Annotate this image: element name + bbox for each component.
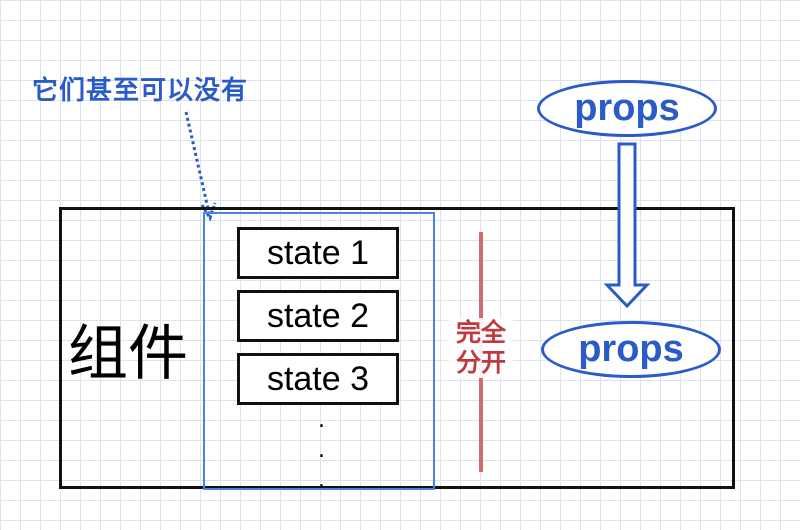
- props-label-top: props: [574, 87, 680, 129]
- state-container: [203, 212, 435, 490]
- state-ellipsis-dot: .: [318, 468, 325, 493]
- separation-label-line1: 完全: [455, 318, 506, 347]
- props-ellipse-top: props: [537, 80, 717, 137]
- annotation-text: 它们甚至可以没有: [32, 76, 249, 106]
- component-box: [59, 207, 735, 489]
- state-box-3: state 3: [237, 353, 399, 405]
- state-box-2: state 2: [237, 290, 399, 342]
- state-box-1: state 1: [237, 227, 399, 279]
- separation-label: 完全 分开: [449, 318, 513, 378]
- state-ellipsis-dot: .: [318, 408, 325, 433]
- component-label: 组件: [68, 319, 188, 389]
- props-ellipse-bottom: props: [541, 321, 721, 378]
- separation-label-line2: 分开: [455, 348, 506, 377]
- props-label-bottom: props: [578, 328, 684, 370]
- state-ellipsis-dot: .: [318, 438, 325, 463]
